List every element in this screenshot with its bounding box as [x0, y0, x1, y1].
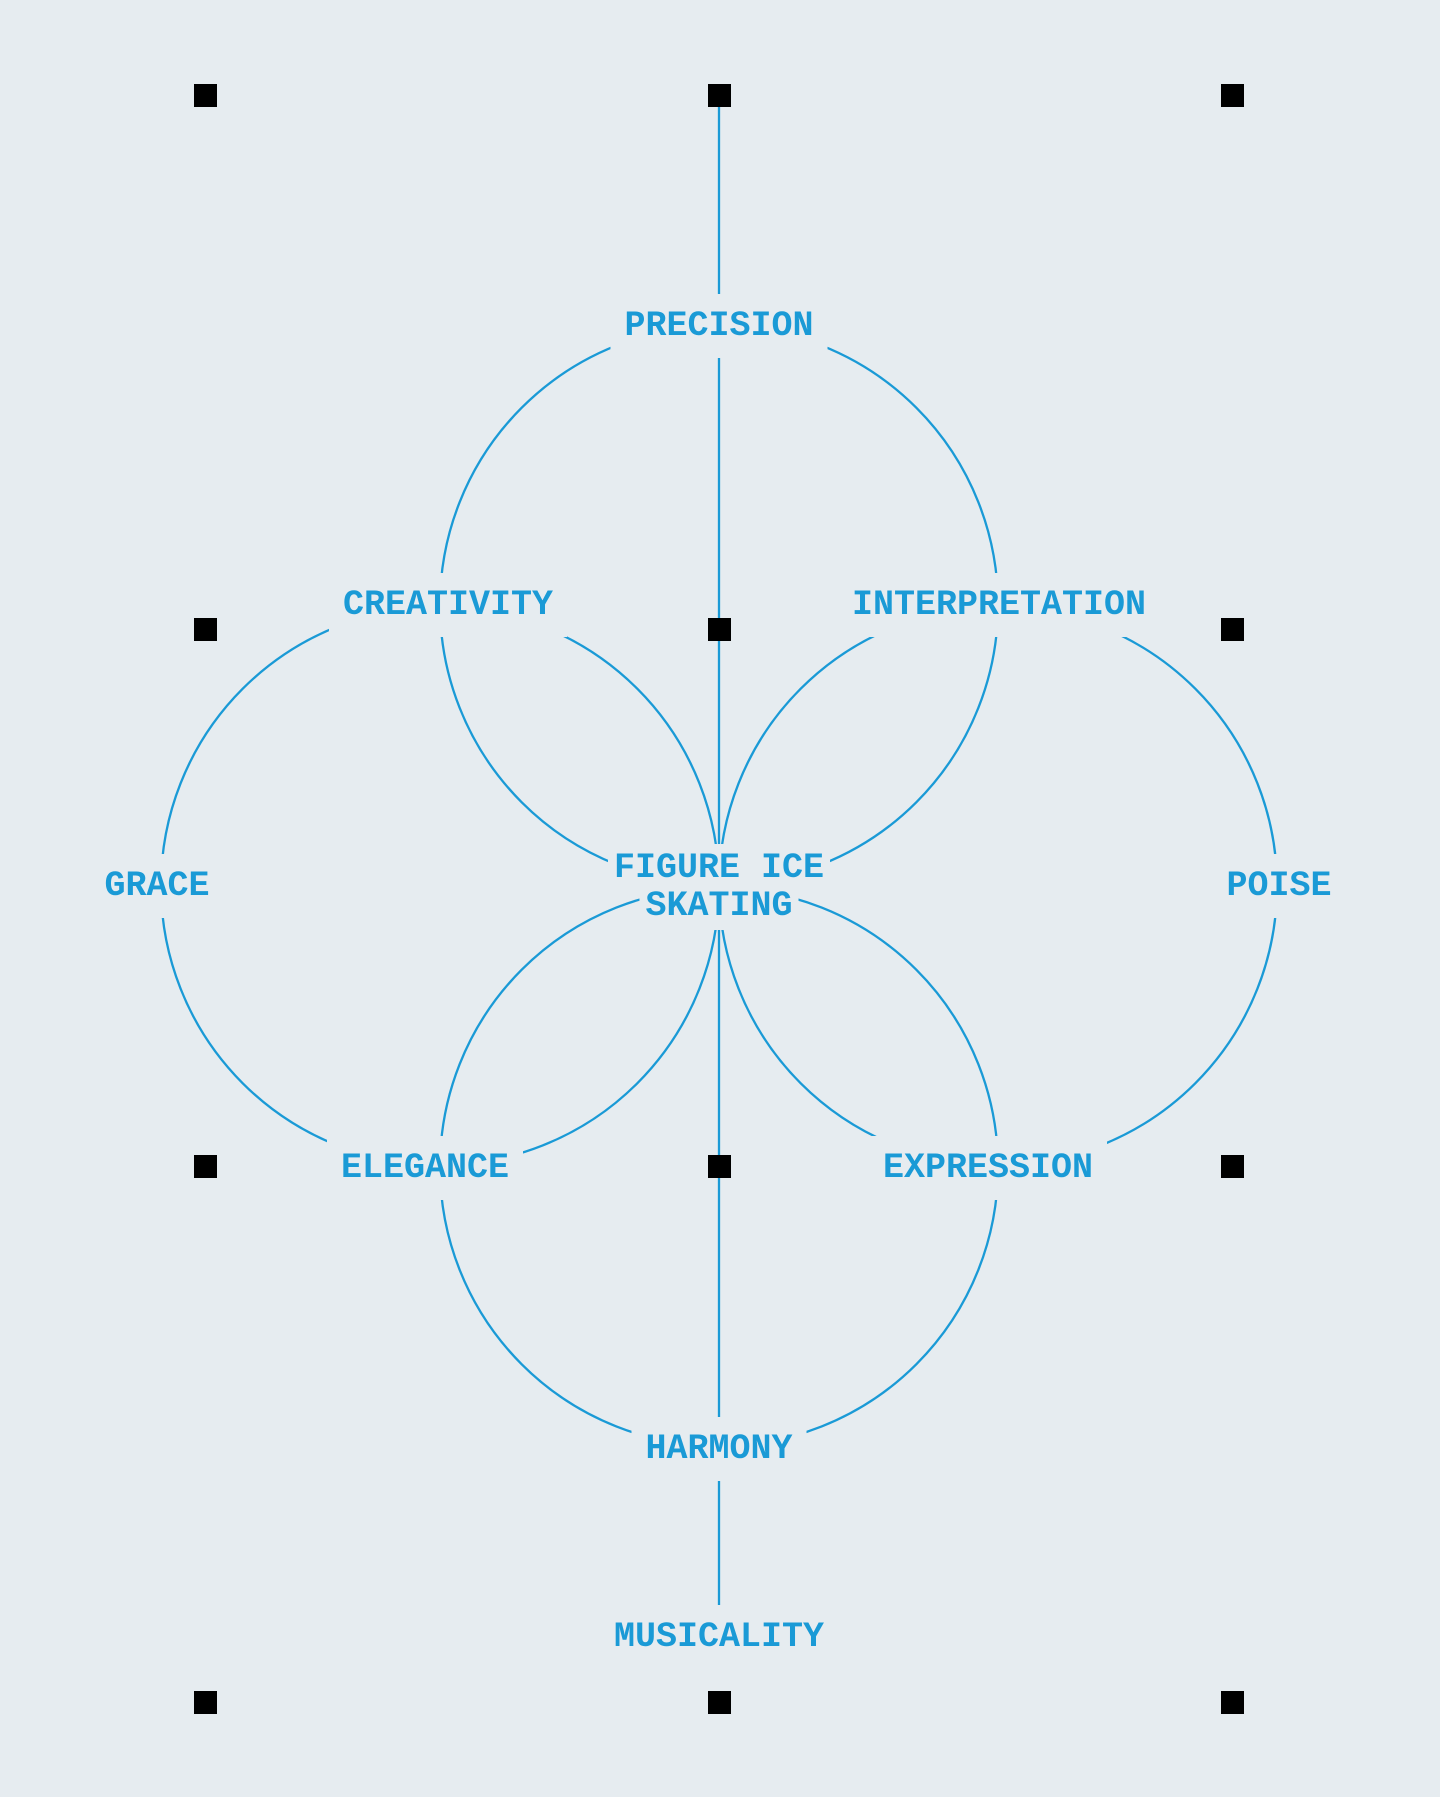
node-interpretation[interactable]: INTERPRETATION	[852, 585, 1146, 625]
node-creativity[interactable]: CREATIVITY	[343, 585, 553, 625]
handle-lower-center[interactable]	[708, 1155, 731, 1178]
center-node-line-2[interactable]: SKATING	[645, 886, 792, 926]
handle-top-center[interactable]	[708, 84, 731, 107]
node-expression[interactable]: EXPRESSION	[883, 1148, 1093, 1188]
handle-bottom-center[interactable]	[708, 1691, 731, 1714]
node-precision[interactable]: PRECISION	[624, 306, 813, 346]
handle-lower-left[interactable]	[194, 1155, 217, 1178]
handle-bottom-right[interactable]	[1221, 1691, 1244, 1714]
handle-upper-right[interactable]	[1221, 618, 1244, 641]
label-mask	[607, 844, 831, 892]
labels: PRECISION CREATIVITY INTERPRETATION GRAC…	[90, 294, 1346, 1669]
label-mask	[631, 1417, 807, 1481]
label-mask	[837, 573, 1161, 637]
label-mask	[326, 1136, 524, 1200]
handle-bottom-left[interactable]	[194, 1691, 217, 1714]
selection-handles	[194, 84, 1244, 1714]
label-mask	[328, 573, 568, 637]
handle-upper-left[interactable]	[194, 618, 217, 641]
handle-top-right[interactable]	[1221, 84, 1244, 107]
label-mask	[90, 854, 224, 918]
center-node-line-1[interactable]: FIGURE ICE	[614, 848, 824, 888]
node-musicality[interactable]: MUSICALITY	[614, 1617, 824, 1657]
node-poise[interactable]: POISE	[1226, 866, 1331, 906]
node-harmony[interactable]: HARMONY	[645, 1429, 792, 1469]
handle-top-left[interactable]	[194, 84, 217, 107]
handle-lower-right[interactable]	[1221, 1155, 1244, 1178]
node-elegance[interactable]: ELEGANCE	[341, 1148, 509, 1188]
label-mask	[599, 1605, 839, 1669]
handle-upper-center[interactable]	[708, 618, 731, 641]
label-mask	[1212, 854, 1346, 918]
label-mask	[868, 1136, 1108, 1200]
node-grace[interactable]: GRACE	[104, 866, 209, 906]
label-mask	[610, 294, 828, 358]
